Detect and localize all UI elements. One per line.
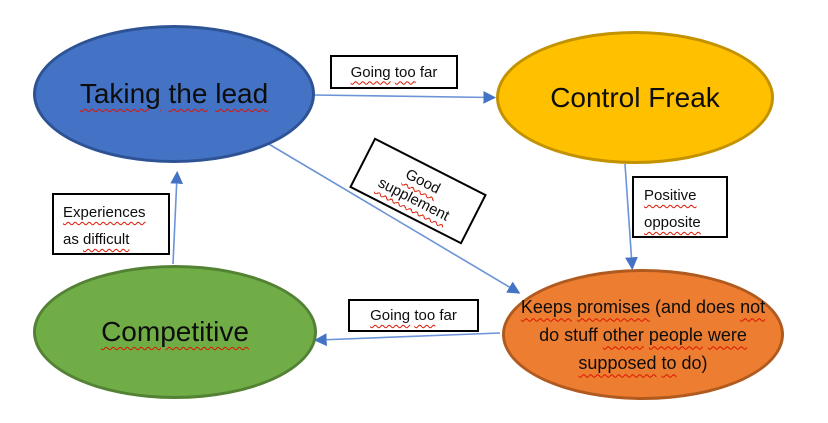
node-competitive-label: Competitive: [101, 316, 249, 347]
label-box-going-too-far-bottom[interactable]: Going too far: [348, 299, 479, 332]
node-keeps-promises[interactable]: Keeps promises (and does not do stuff ot…: [502, 269, 784, 400]
arrow-promises-to-competitive[interactable]: [313, 332, 501, 347]
label-box-positive-opposite[interactable]: Positive opposite: [632, 176, 728, 238]
node-control-freak-label: Control Freak: [550, 81, 720, 113]
arrow-competitive-to-lead[interactable]: [170, 170, 184, 265]
node-keeps-promises-label: Keeps promises (and does not do stuff ot…: [521, 293, 765, 377]
going-too-far-top-label: Going too far: [350, 63, 438, 81]
label-box-experiences-as-difficult[interactable]: Experiences as difficult: [52, 193, 170, 255]
positive-opposite-line-1: Positive: [644, 187, 697, 204]
label-box-going-too-far-top[interactable]: Going too far: [330, 55, 458, 89]
node-keeps-promises-line-2: do stuff other people were: [539, 324, 747, 345]
node-keeps-promises-line-3: supposed to do): [578, 352, 708, 373]
arrow-lead-to-promises[interactable]: [261, 139, 521, 294]
positive-opposite-line-2: opposite: [644, 214, 701, 231]
going-too-far-bottom-label: Going too far: [370, 307, 457, 324]
arrow-lead-to-control[interactable]: [312, 90, 497, 104]
node-competitive[interactable]: Competitive: [33, 265, 317, 399]
experiences-line-2: as difficult: [63, 231, 130, 248]
node-control-freak[interactable]: Control Freak: [496, 31, 774, 164]
node-keeps-promises-line-1: Keeps promises (and does not: [520, 296, 766, 317]
arrow-control-to-promises[interactable]: [624, 163, 638, 271]
node-taking-the-lead[interactable]: Taking the lead: [33, 25, 315, 163]
experiences-line-1: Experiences: [63, 204, 146, 221]
node-taking-the-lead-label: Taking the lead: [79, 78, 269, 109]
